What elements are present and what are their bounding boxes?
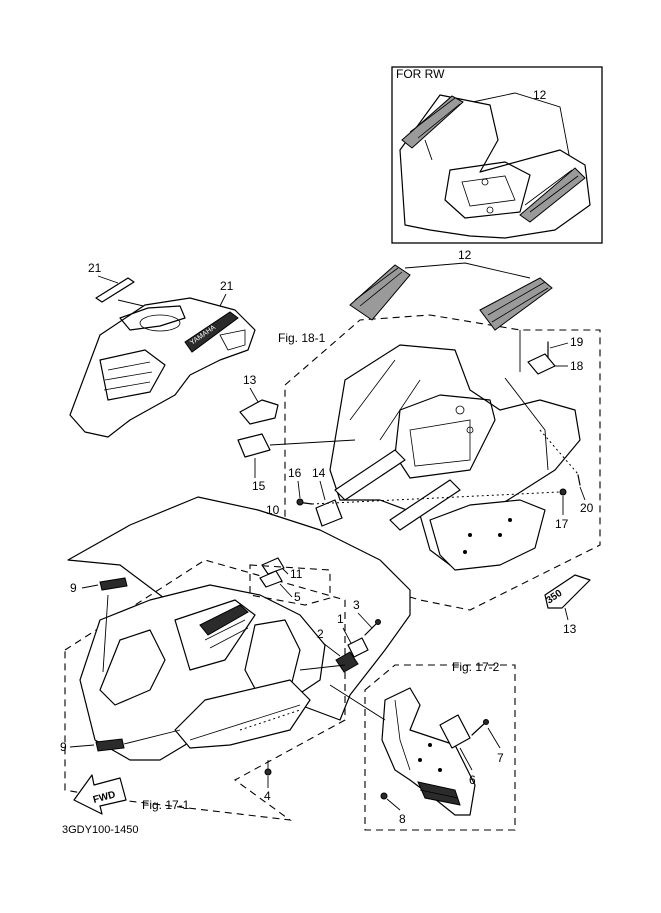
- callout-5: 5: [294, 590, 301, 604]
- callout-15: 15: [252, 479, 266, 493]
- inset-label: FOR RW: [396, 67, 445, 81]
- plate-14: [315, 499, 343, 527]
- rear-fender-rail-left: [334, 449, 406, 501]
- decal-15: [237, 433, 271, 458]
- side-decal-right: [479, 277, 553, 331]
- leader-12-inset: [467, 92, 571, 161]
- inset-decal-left: [401, 95, 464, 149]
- rear-mudflap: [429, 499, 546, 571]
- plate-1: [347, 637, 369, 658]
- front-fender-lower-panel: [174, 679, 311, 749]
- callout-9-lower: 9: [60, 740, 67, 754]
- callout-14: 14: [312, 466, 326, 480]
- decal-subgroup-boundary: [249, 564, 331, 606]
- yamaha-decal-9-lower: [95, 738, 125, 752]
- decal-5: [259, 570, 283, 588]
- rear-fender-group: Fig. 18-1 12 13 15 16 14: [237, 248, 601, 636]
- front-fender-left-wing: [99, 629, 166, 706]
- plate-18: [527, 353, 556, 375]
- callout-11: 11: [290, 567, 303, 581]
- callout-17: 17: [555, 517, 569, 531]
- front-fender-grille: [199, 604, 249, 636]
- front-flap: [381, 687, 476, 816]
- plate-2: [335, 651, 359, 673]
- callout-21-tank: 21: [220, 279, 234, 293]
- tank-cover-cap-area: [119, 305, 186, 331]
- callout-20: 20: [580, 501, 594, 515]
- callout-13-lower: 13: [563, 622, 577, 636]
- rear-fender-rail-right: [389, 479, 461, 531]
- callout-16: 16: [288, 466, 302, 480]
- callout-6: 6: [469, 773, 476, 787]
- drawing-code: 3GDY100-1450: [62, 824, 138, 836]
- front-fender-center: [174, 599, 256, 671]
- decal-13-upper: [239, 399, 279, 425]
- front-flap-group: Fig. 17-2 6 7 8: [329, 660, 516, 831]
- front-fender: [79, 584, 326, 761]
- yamaha-decal-9-upper: [99, 577, 128, 591]
- callout-3: 3: [353, 598, 360, 612]
- callout-21-left: 21: [88, 261, 102, 275]
- leader-12-main: [404, 262, 531, 279]
- side-decal-left: [349, 264, 411, 321]
- tank-cover-group: 21 21 YAMAHA: [69, 261, 256, 438]
- callout-9-upper: 9: [70, 581, 77, 595]
- callout-12-main: 12: [458, 248, 472, 262]
- fig-17-2-label: Fig. 17-2: [452, 660, 500, 674]
- front-flap-grille: [417, 781, 461, 806]
- callout-2: 2: [317, 627, 324, 641]
- fig-17-1-label: Fig. 17-1: [142, 798, 190, 812]
- callout-12-inset: 12: [533, 88, 547, 102]
- callout-8: 8: [399, 812, 406, 826]
- front-fender-group: 10 9 11 5 3 1 2: [60, 496, 411, 821]
- emblem-13: [544, 574, 591, 609]
- callout-19: 19: [570, 335, 584, 349]
- callout-18: 18: [570, 359, 584, 373]
- callout-1: 1: [337, 612, 344, 626]
- tank-cover-vent: [99, 349, 166, 401]
- callout-7: 7: [497, 751, 504, 765]
- fig-17-2-boundary: [364, 664, 516, 831]
- decal-21-left: [95, 277, 135, 303]
- inset-seat-well: [444, 161, 531, 219]
- inset-for-rw: FOR RW 12: [391, 66, 603, 244]
- callout-13-upper: 13: [243, 373, 257, 387]
- decal-11: [261, 557, 285, 575]
- tank-yamaha-decal: [184, 311, 239, 353]
- callout-4: 4: [264, 789, 271, 803]
- fwd-arrow-icon: [73, 774, 127, 815]
- fig-18-1-label: Fig. 18-1: [278, 331, 326, 345]
- plate-6: [439, 714, 471, 749]
- callout-10: 10: [266, 503, 280, 517]
